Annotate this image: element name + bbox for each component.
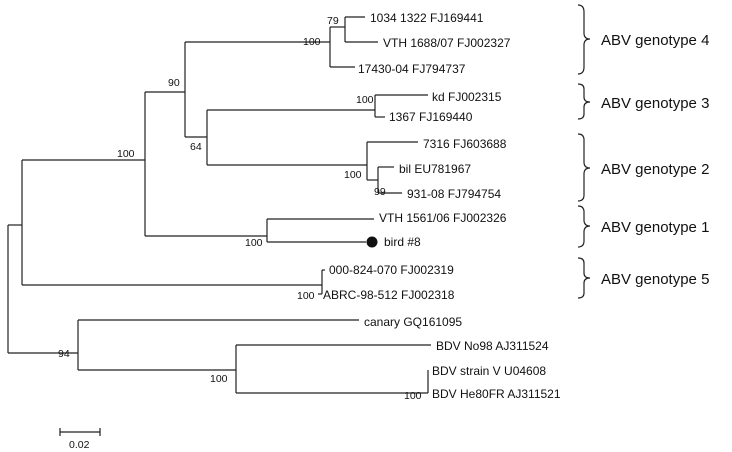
bootstrap-value: 100 <box>303 36 321 48</box>
bootstrap-value: 100 <box>404 390 422 402</box>
leaf-label-l6: 7316 FJ603688 <box>423 137 507 151</box>
group-label-genotype-3: ABV genotype 3 <box>601 95 709 112</box>
bootstrap-value: 100 <box>297 290 315 302</box>
leaf-label-l14: BDV No98 AJ311524 <box>436 339 549 353</box>
leaf-label-l9: VTH 1561/06 FJ002326 <box>379 211 507 225</box>
leaf-label-l7: bil EU781967 <box>399 162 471 176</box>
scale-bar: 0.02 <box>59 428 101 451</box>
bootstrap-value: 94 <box>58 348 70 360</box>
bootstrap-value: 100 <box>356 94 374 106</box>
group-label-genotype-5: ABV genotype 5 <box>601 271 709 288</box>
leaf-label-l8: 931-08 FJ794754 <box>407 187 501 201</box>
leaf-label-l5: 1367 FJ169440 <box>389 110 473 124</box>
scale-bar-label: 0.02 <box>69 439 90 451</box>
leaf-label-l15: BDV strain V U04608 <box>432 364 546 378</box>
genotype-2-brace <box>577 133 591 202</box>
leaf-label-l10: bird #8 <box>384 235 421 249</box>
genotype-4-brace <box>577 4 591 75</box>
bootstrap-value: 100 <box>117 148 135 160</box>
bootstrap-value: 100 <box>344 169 362 181</box>
tree-branches <box>7 16 431 394</box>
leaf-label-l3: 17430-04 FJ794737 <box>358 62 466 76</box>
bootstrap-value: 64 <box>190 141 202 153</box>
bootstrap-value: 100 <box>245 237 263 249</box>
bird-8-marker <box>366 236 378 248</box>
leaf-label-l4: kd FJ002315 <box>432 90 502 104</box>
group-label-genotype-1: ABV genotype 1 <box>601 219 709 236</box>
leaf-label-l2: VTH 1688/07 FJ002327 <box>383 36 511 50</box>
leaf-label-l13: canary GQ161095 <box>364 315 462 329</box>
genotype-3-brace <box>577 83 591 120</box>
leaf-label-l11: 000-824-070 FJ002319 <box>329 263 454 277</box>
bootstrap-value: 79 <box>327 15 339 27</box>
leaf-label-l16: BDV He80FR AJ311521 <box>432 387 561 401</box>
genotype-1-brace <box>577 205 591 248</box>
tree-labels: 1034 1322 FJ169441 VTH 1688/07 FJ002327 … <box>58 4 709 451</box>
bootstrap-value: 99 <box>374 186 386 198</box>
group-label-genotype-4: ABV genotype 4 <box>601 32 709 49</box>
bootstrap-value: 100 <box>210 373 228 385</box>
leaf-label-l1: 1034 1322 FJ169441 <box>370 11 484 25</box>
genotype-5-brace <box>577 257 591 299</box>
group-label-genotype-2: ABV genotype 2 <box>601 161 709 178</box>
leaf-label-l12: ABRC-98-512 FJ002318 <box>323 288 455 302</box>
bootstrap-value: 90 <box>168 77 180 89</box>
